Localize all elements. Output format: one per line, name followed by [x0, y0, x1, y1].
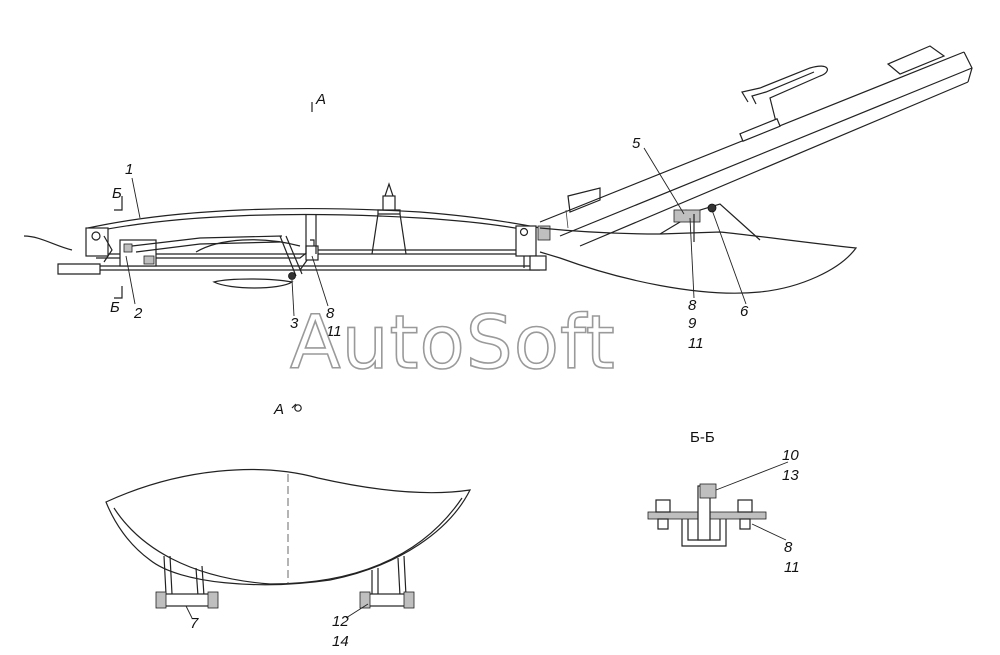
view-a-mount-left-post-1	[163, 555, 173, 595]
ladder-plate	[567, 187, 601, 213]
callout-9: 9	[688, 315, 697, 332]
side-view-assembly	[23, 45, 973, 294]
view-a-rotate-symbol	[294, 404, 302, 412]
view-a-arrow: A	[311, 91, 326, 112]
section-mark-bottom-label: Б	[110, 299, 120, 316]
callout-5: 5	[632, 135, 641, 152]
frame-stub-left	[23, 235, 73, 251]
section-bb-bolt-right-nut	[739, 518, 751, 530]
frame-rail-left	[57, 263, 101, 275]
hinge-right	[515, 225, 537, 257]
ladder-step-1	[565, 209, 569, 229]
cover-bottom-inner	[96, 249, 520, 259]
view-a-mount-left-nut-2	[207, 591, 219, 609]
leader-8-11-bb	[751, 523, 787, 541]
cover-top-edge	[87, 207, 541, 229]
bracket-2-bolt	[123, 243, 133, 253]
view-a-mount-left-post-2	[195, 565, 205, 597]
cover-top-edge-inner	[91, 213, 537, 233]
fender-right	[539, 227, 858, 294]
callout-11a: 11	[326, 323, 342, 340]
hinge-left-arm	[103, 235, 113, 263]
clamp-8-11-bolt	[310, 239, 315, 246]
lever-arm-lower	[135, 241, 281, 253]
section-bb-title: Б-Б	[690, 429, 715, 446]
callout-11b: 11	[688, 335, 704, 352]
hinge-right-stop	[537, 225, 551, 241]
hinge-left-pin	[91, 231, 101, 241]
callout-2: 2	[133, 305, 143, 322]
handle-3-link	[279, 235, 297, 277]
breather-tip	[384, 182, 394, 197]
ladder-tip-pad	[886, 45, 946, 75]
bolt-6	[707, 203, 717, 213]
callouts-main: 1 2 3 8 11 5 6 8 9 11	[125, 135, 749, 352]
leader-6	[711, 209, 747, 305]
leader-2	[125, 255, 136, 305]
ladder-rail-bottom	[579, 81, 969, 247]
callout-13: 13	[782, 467, 799, 484]
handle-3-grip	[212, 278, 294, 289]
hinge-right-pin	[519, 227, 529, 237]
view-a-marker-label: A	[315, 91, 326, 108]
section-bb: Б-Б 10 13 8 11	[647, 429, 800, 576]
section-mark-top-line	[114, 196, 123, 211]
view-a-fender	[105, 468, 472, 586]
hinge-right-base	[529, 255, 547, 271]
callout-10: 10	[782, 447, 799, 464]
callout-8a: 8	[326, 305, 335, 322]
leader-8-11	[311, 255, 329, 307]
callout-11c: 11	[784, 559, 800, 576]
lever-arm-upper	[131, 235, 283, 247]
leader-3	[291, 279, 295, 317]
ladder-grab-handle-inner	[751, 71, 815, 105]
callout-7: 7	[190, 615, 199, 632]
leader-8-9-11	[689, 217, 695, 299]
lever-curve	[195, 239, 301, 253]
leaders-main	[125, 147, 747, 317]
section-bb-post-clip	[699, 483, 717, 499]
ladder-end	[963, 51, 973, 83]
handle-3-pivot	[288, 272, 296, 280]
view-a-mount-right-nut-1	[359, 591, 371, 609]
breather-body	[382, 195, 396, 211]
leader-7	[185, 605, 193, 619]
leader-12-14	[345, 603, 369, 619]
section-marks: Б Б	[110, 185, 123, 316]
section-bb-bolt-right-head	[737, 499, 753, 513]
section-mark-bottom-line	[114, 286, 123, 299]
view-a-mount-right-post-2	[397, 555, 407, 597]
center-support	[371, 213, 407, 255]
bracket-5-plate	[673, 209, 701, 223]
leader-10-13	[715, 461, 789, 491]
view-a-rotate-symbol-line	[291, 403, 297, 409]
leader-1	[131, 177, 141, 219]
callout-3: 3	[290, 315, 299, 332]
callout-8c: 8	[784, 539, 793, 556]
view-a-mount-left-nut-1	[155, 591, 167, 609]
handle-mount	[739, 118, 781, 142]
section-bb-channel-outer	[681, 519, 727, 547]
view-a: A 7 12 14	[105, 401, 472, 650]
ladder-rail-mid	[559, 67, 973, 237]
view-a-mount-right-post-1	[371, 568, 379, 596]
ladder-grab-handle	[741, 65, 828, 123]
section-mark-top-label: Б	[112, 185, 122, 202]
callout-6: 6	[740, 303, 749, 320]
view-a-fender-inner	[113, 497, 463, 585]
section-bb-bolt-left-head	[655, 499, 671, 513]
callout-1: 1	[125, 161, 133, 178]
section-bb-bolt-left-nut	[657, 518, 669, 530]
callout-8b: 8	[688, 297, 697, 314]
view-a-mount-right-nut-2	[403, 591, 415, 609]
view-a-title: A	[273, 401, 284, 418]
bracket-2-nut	[143, 255, 155, 265]
callout-12: 12	[332, 613, 349, 630]
watermark: AutoSoft	[290, 300, 616, 386]
leader-5	[643, 147, 685, 215]
callout-14: 14	[332, 633, 349, 650]
handle-3-link-inner	[285, 235, 303, 275]
